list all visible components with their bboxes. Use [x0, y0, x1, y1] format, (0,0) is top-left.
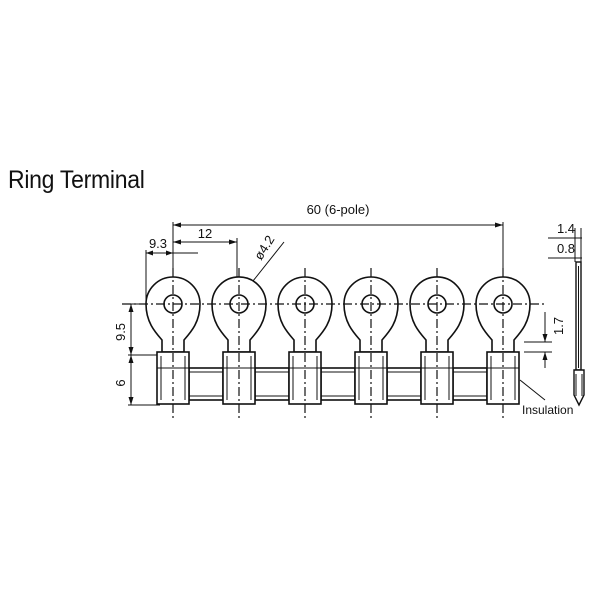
insulation-label: Insulation: [522, 403, 573, 417]
overall-length-label: 60 (6-pole): [307, 202, 370, 217]
ring-height-label: 9.5: [113, 323, 128, 341]
carrier-segment: [452, 367, 488, 401]
barrel-height-label: 6: [113, 379, 128, 386]
carrier-segment: [188, 367, 224, 401]
thickness-outer-label: 1.4: [557, 221, 575, 236]
ring-terminal: [343, 268, 399, 420]
page-title: Ring Terminal: [8, 166, 145, 194]
ring-terminal: [145, 268, 201, 420]
side-view-profile: 1.4 0.8: [548, 221, 585, 407]
offset-label: 1.7: [551, 317, 566, 335]
pitch-dimension: 12: [173, 226, 238, 300]
barrel-height-dimension: 6: [113, 355, 160, 406]
carrier-segment: [386, 367, 422, 401]
overall-length-dimension: 60 (6-pole): [172, 202, 504, 300]
hole-diameter-label: ø4.2: [251, 233, 278, 263]
ring-terminal: [475, 268, 531, 420]
edge-to-center-dimension: 9.3: [145, 236, 198, 300]
edge-to-center-label: 9.3: [149, 236, 167, 251]
ring-terminal: [211, 268, 267, 420]
carrier-segment: [320, 367, 356, 401]
thickness-inner-label: 0.8: [557, 241, 575, 256]
carrier-segment: [254, 367, 290, 401]
insulation-callout: Insulation: [519, 379, 573, 417]
ring-terminal: [277, 268, 333, 420]
terminal-strip: [145, 268, 531, 420]
pitch-label: 12: [198, 226, 212, 241]
offset-dimension: 1.7: [524, 312, 566, 368]
